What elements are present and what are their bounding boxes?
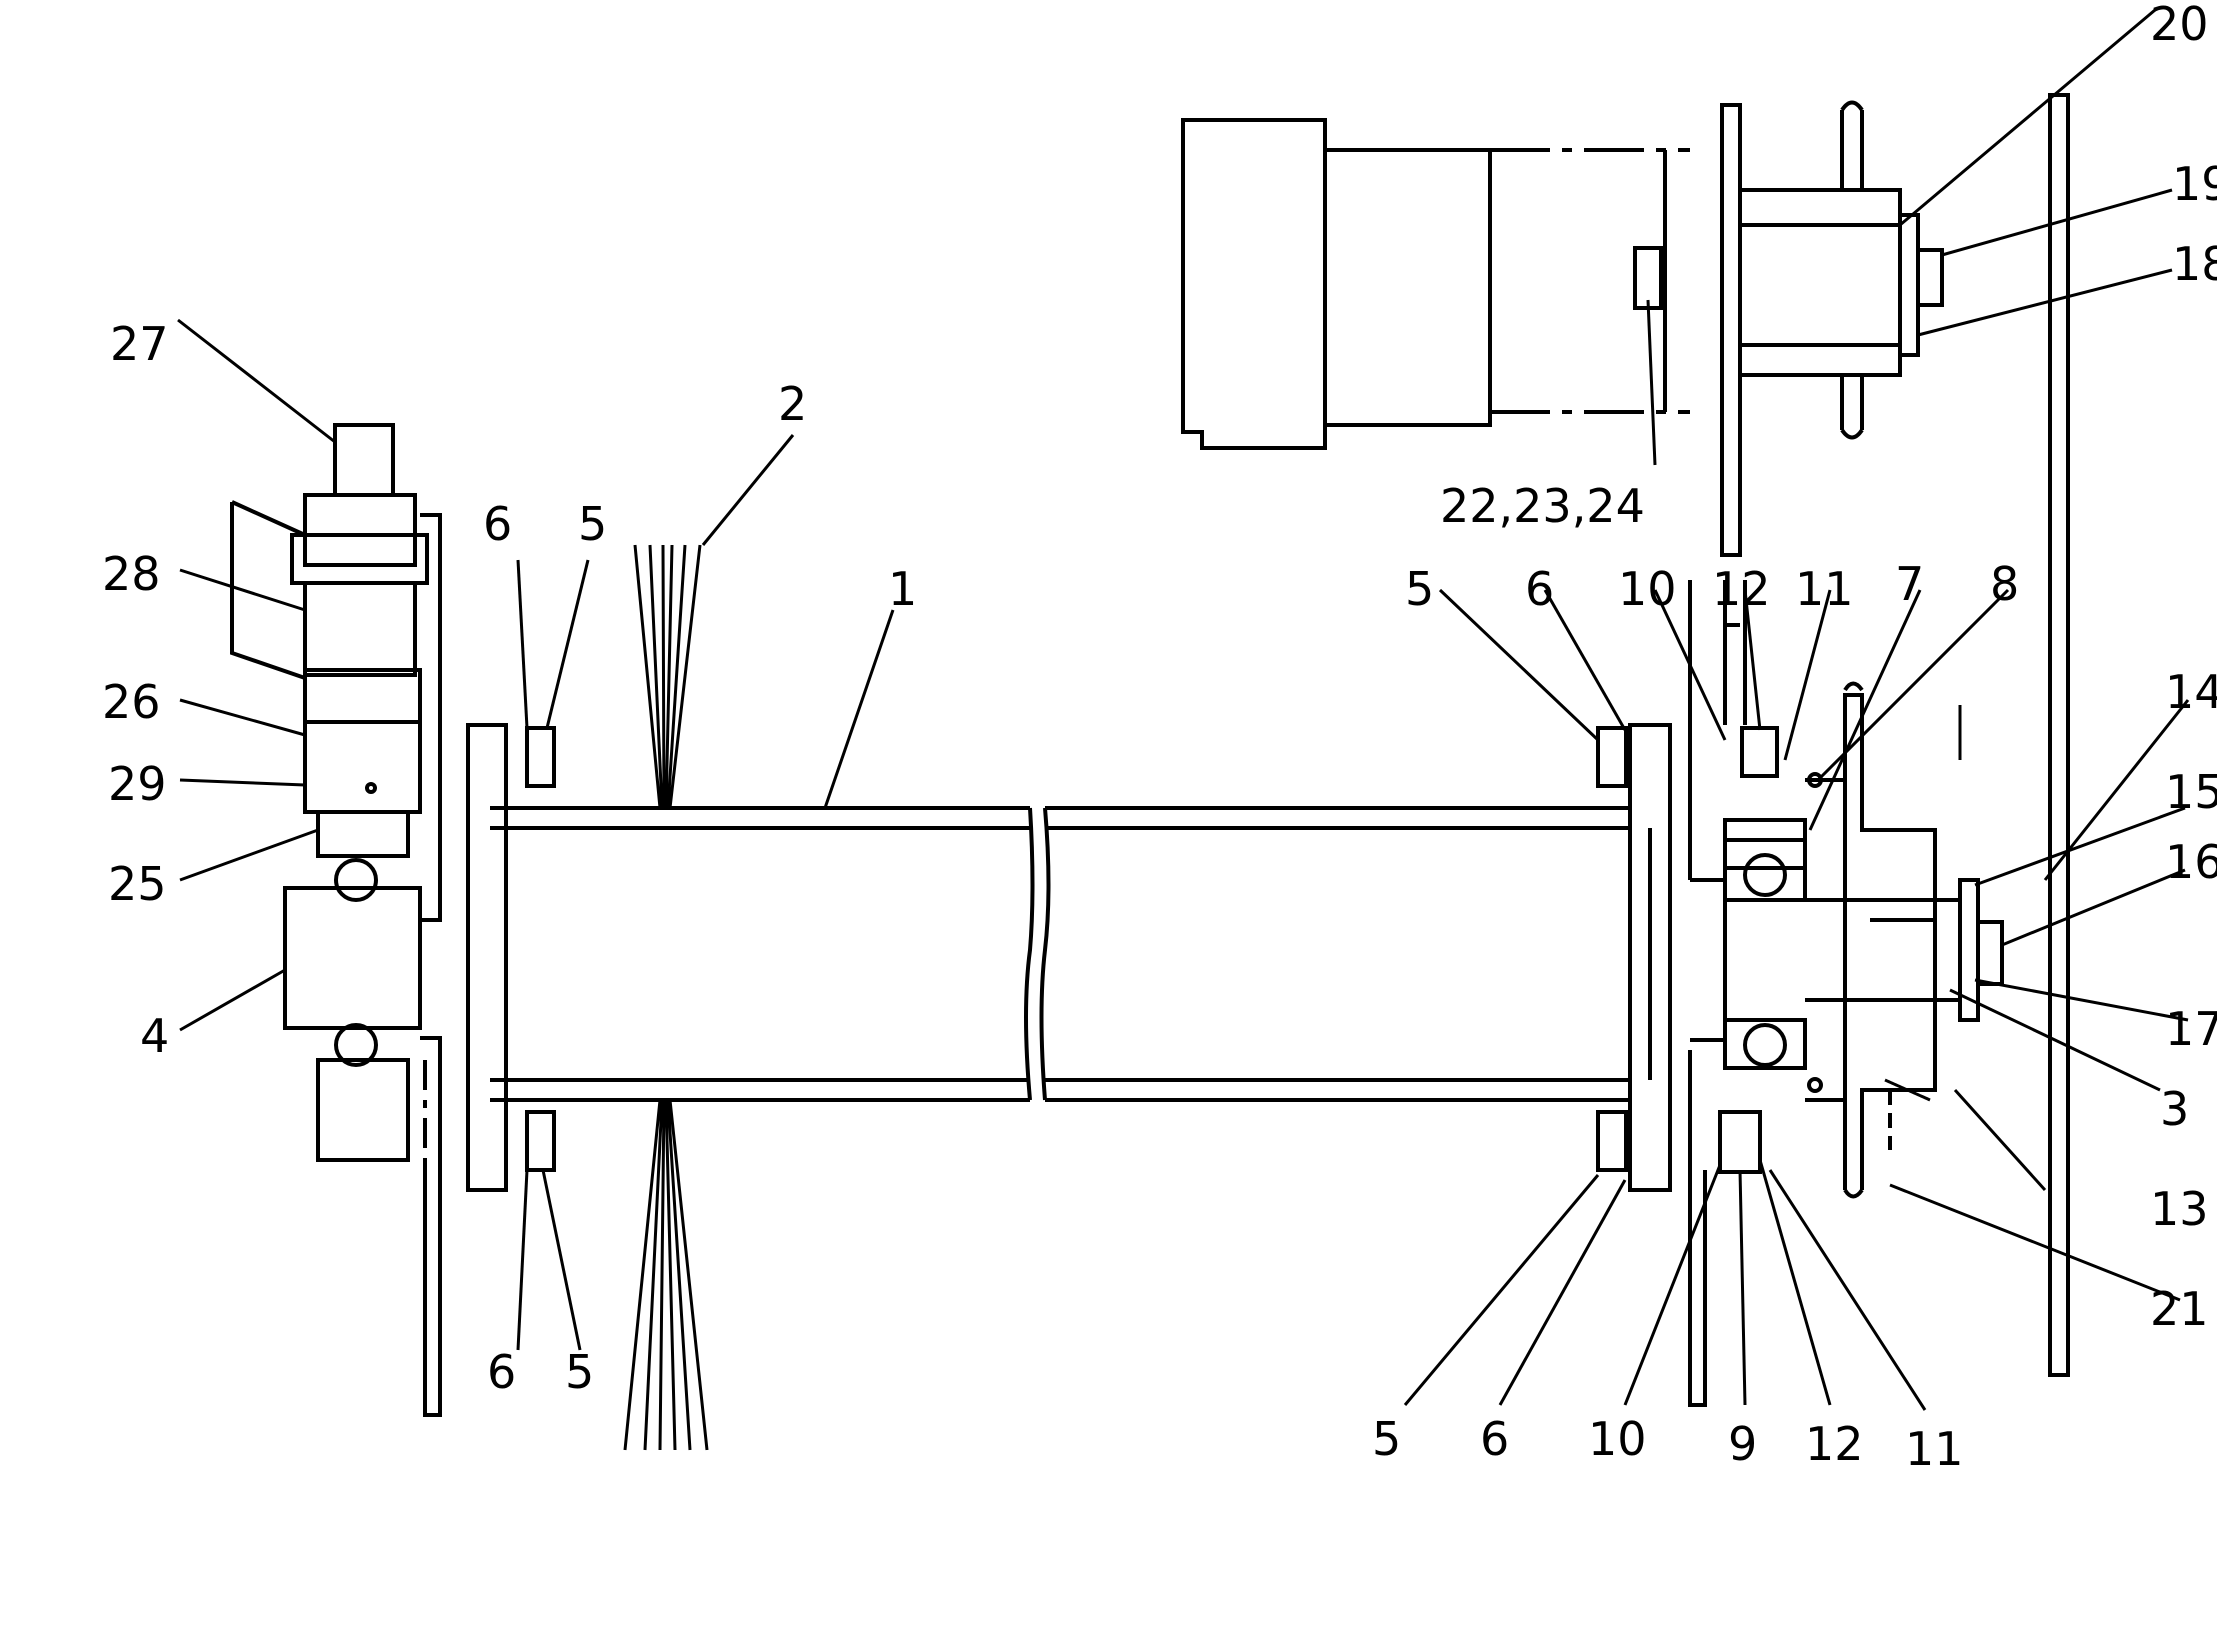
callout-14: 14 bbox=[2165, 665, 2217, 719]
callout-26: 26 bbox=[102, 675, 161, 729]
callout-10-top: 10 bbox=[1618, 562, 1677, 616]
callout-1: 1 bbox=[888, 562, 917, 616]
callout-12-top: 12 bbox=[1712, 562, 1771, 616]
callout-3: 3 bbox=[2160, 1082, 2189, 1136]
callout-6-top-right: 6 bbox=[1525, 562, 1554, 616]
callout-18: 18 bbox=[2172, 237, 2217, 291]
callout-12-bottom: 12 bbox=[1805, 1417, 1864, 1471]
callout-19: 19 bbox=[2172, 157, 2217, 211]
callout-2: 2 bbox=[778, 377, 807, 431]
callout-5-top-left: 5 bbox=[578, 497, 607, 551]
callout-27: 27 bbox=[110, 317, 169, 371]
callout-15: 15 bbox=[2165, 765, 2217, 819]
callout-22-23-24: 22,23,24 bbox=[1440, 479, 1645, 533]
right-bearing-drive bbox=[1688, 93, 2070, 1407]
callout-21: 21 bbox=[2150, 1282, 2209, 1336]
leader-lines bbox=[177, 8, 2190, 1411]
callout-5-top-right: 5 bbox=[1405, 562, 1434, 616]
left-bearing-stack bbox=[230, 423, 442, 1417]
callout-9: 9 bbox=[1728, 1417, 1757, 1471]
motor-assembly bbox=[1181, 100, 1944, 557]
callout-13: 13 bbox=[2150, 1182, 2209, 1236]
callout-5-bottom-right: 5 bbox=[1372, 1412, 1401, 1466]
brush-bristles bbox=[623, 544, 709, 1451]
callout-29: 29 bbox=[108, 757, 167, 811]
callout-20: 20 bbox=[2150, 0, 2209, 51]
callout-8: 8 bbox=[1990, 557, 2019, 611]
callout-6-bottom-left: 6 bbox=[487, 1345, 516, 1399]
callout-25: 25 bbox=[108, 857, 167, 911]
callout-10-bottom: 10 bbox=[1588, 1412, 1647, 1466]
callout-11-bottom: 11 bbox=[1905, 1422, 1964, 1476]
callout-17: 17 bbox=[2165, 1002, 2217, 1056]
callout-labels: 27 28 26 29 25 4 6 5 6 5 2 1 22,23,24 5 … bbox=[102, 0, 2217, 1476]
callout-16: 16 bbox=[2165, 835, 2217, 889]
callout-4: 4 bbox=[140, 1009, 169, 1063]
callout-6-top-left: 6 bbox=[483, 497, 512, 551]
main-roller bbox=[466, 723, 1672, 1192]
callout-28: 28 bbox=[102, 547, 161, 601]
callout-11-top: 11 bbox=[1795, 562, 1854, 616]
callout-7: 7 bbox=[1895, 557, 1924, 611]
callout-6-bottom-right: 6 bbox=[1480, 1412, 1509, 1466]
callout-5-bottom-left: 5 bbox=[565, 1345, 594, 1399]
